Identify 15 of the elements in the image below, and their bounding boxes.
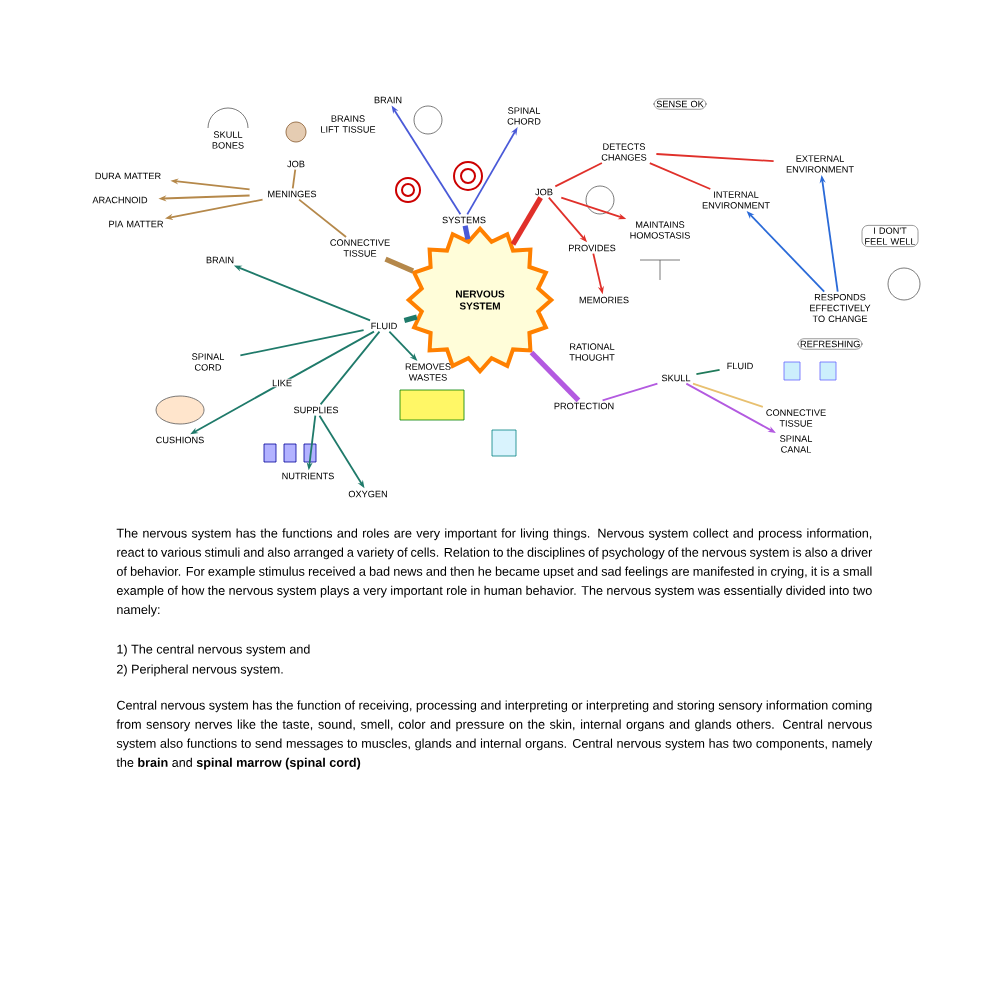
connector-line [655, 153, 775, 163]
connector-line [384, 256, 415, 274]
connector-line [554, 162, 603, 188]
connector-line [695, 368, 721, 376]
connector-line [239, 329, 365, 357]
connector-line [298, 198, 347, 238]
connector-line [692, 382, 764, 408]
connector-line [648, 162, 712, 190]
connector-line [291, 168, 297, 190]
connector-line [462, 225, 471, 240]
connector-line [601, 382, 659, 402]
connector-line [510, 196, 543, 246]
connector-line [319, 330, 381, 406]
connector-line [403, 314, 418, 323]
connector-line [529, 350, 581, 403]
